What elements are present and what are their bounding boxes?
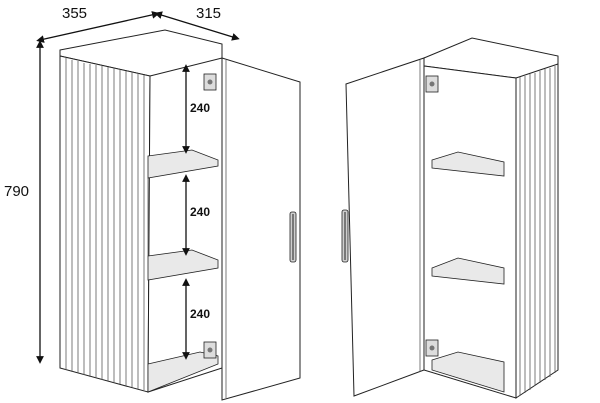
left-cabinet (59, 29, 301, 401)
dimension-lines: 355 315 790 240 240 240 (4, 5, 240, 364)
dim-shelf-gap-2: 240 (190, 205, 210, 219)
dim-height-label: 790 (4, 183, 29, 200)
dim-depth-label: 315 (196, 5, 221, 22)
left-cabinet-door (221, 57, 301, 401)
left-cabinet-fluted-side (59, 55, 151, 393)
left-flutes (65, 58, 145, 390)
right-flutes (519, 66, 556, 396)
right-cabinet-door (345, 57, 425, 397)
right-bottom (431, 351, 505, 393)
right-shelf-1 (431, 151, 505, 177)
right-door-handle (341, 209, 349, 263)
right-shelf-2 (431, 257, 505, 285)
left-hinge-top (203, 73, 217, 91)
right-hinge-bottom (425, 339, 439, 357)
left-bottom (147, 351, 219, 393)
right-hinge-top (425, 75, 439, 93)
dim-shelf-gap-1: 240 (190, 101, 210, 115)
left-door-handle (289, 211, 297, 263)
left-hinge-bottom (203, 341, 217, 359)
right-cabinet-fluted-side (515, 63, 559, 399)
right-cabinet (341, 37, 559, 399)
dim-width-label: 355 (62, 5, 87, 22)
dim-shelf-gap-3: 240 (190, 307, 210, 321)
